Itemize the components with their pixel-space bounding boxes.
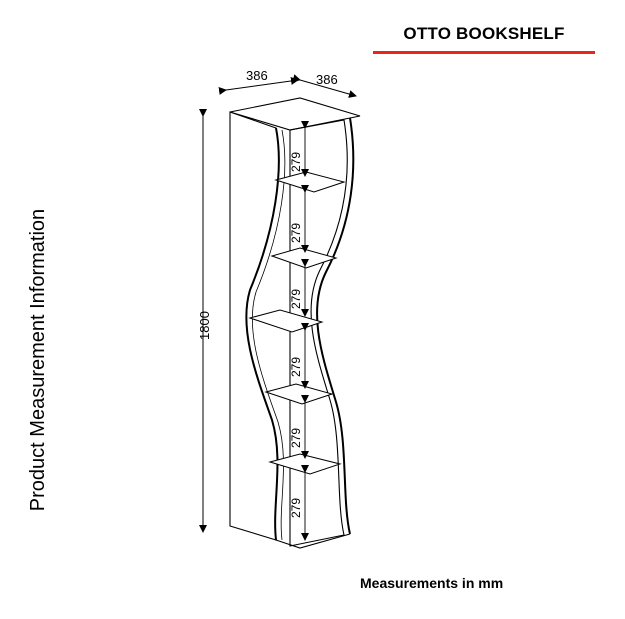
shelf-4 bbox=[264, 383, 334, 405]
top-face bbox=[229, 97, 361, 131]
width-right-label: 386 bbox=[316, 72, 338, 87]
wave-inner bbox=[252, 129, 286, 541]
shelf-2 bbox=[270, 247, 338, 269]
right-edge bbox=[316, 117, 355, 535]
title-underline bbox=[373, 51, 595, 54]
gap-label-1: 279 bbox=[289, 152, 303, 172]
product-title: OTTO BOOKSHELF bbox=[403, 24, 565, 43]
height-label: 1800 bbox=[197, 311, 212, 340]
gap-label-2: 279 bbox=[289, 223, 303, 243]
width-right-arrow bbox=[292, 74, 357, 98]
shelf-1 bbox=[274, 171, 346, 193]
wave-front bbox=[245, 127, 280, 541]
width-left-label: 386 bbox=[246, 68, 268, 83]
left-wall bbox=[229, 111, 280, 541]
gap-label-3: 279 bbox=[289, 289, 303, 309]
right-wall bbox=[289, 119, 348, 547]
width-left-arrow bbox=[218, 77, 299, 95]
bottom-panel bbox=[275, 533, 351, 549]
units-note: Measurements in mm bbox=[360, 575, 504, 591]
gap-label-5: 279 bbox=[289, 428, 303, 448]
gap-label-4: 279 bbox=[289, 357, 303, 377]
gap-label-6: 279 bbox=[289, 498, 303, 518]
shelf-5 bbox=[268, 453, 342, 475]
